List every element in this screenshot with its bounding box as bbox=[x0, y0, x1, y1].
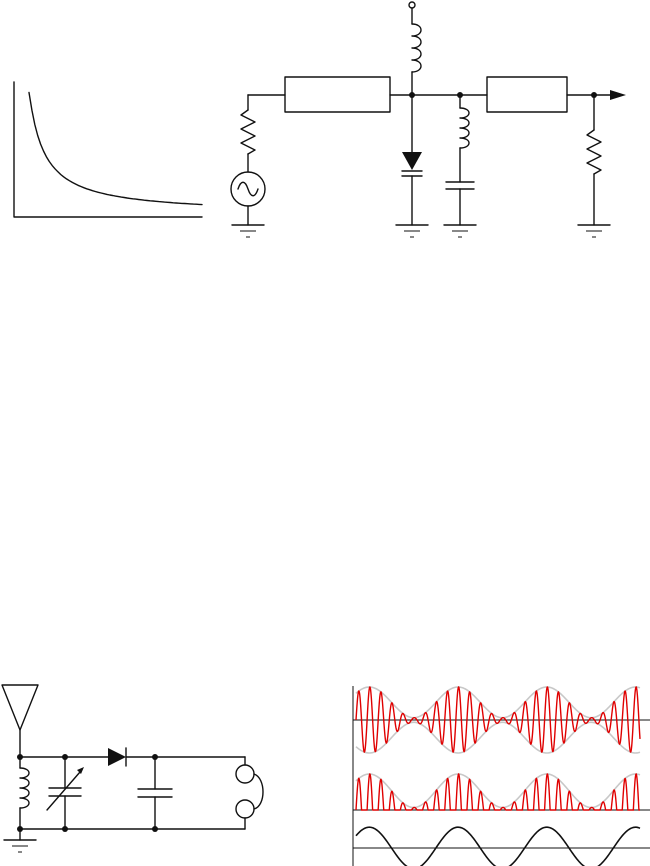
ground-symbol bbox=[444, 225, 476, 237]
rf-detector-circuit bbox=[231, 2, 626, 237]
headphone-right-icon bbox=[236, 800, 254, 818]
rectified-signal bbox=[356, 774, 640, 810]
source-resistor bbox=[241, 110, 255, 154]
ground-symbol bbox=[396, 225, 428, 237]
transmission-line-2 bbox=[487, 77, 567, 112]
load-resistor bbox=[587, 130, 601, 174]
crystal-diode bbox=[108, 748, 126, 766]
antenna-icon bbox=[2, 685, 38, 730]
decay-curve-line bbox=[29, 93, 202, 205]
shunt-inductor bbox=[460, 108, 469, 148]
am-envelope-upper bbox=[356, 687, 640, 718]
supply-terminal bbox=[409, 2, 415, 8]
ground-symbol bbox=[578, 225, 610, 237]
rectified-envelope bbox=[356, 774, 640, 807]
output-arrow bbox=[610, 90, 626, 100]
tuning-inductor bbox=[20, 768, 29, 808]
ground-symbol bbox=[232, 225, 264, 237]
am-waveforms bbox=[353, 686, 650, 866]
headphone-band bbox=[254, 774, 263, 809]
ac-source-wave-icon bbox=[238, 182, 258, 196]
decay-curve-panel bbox=[14, 82, 202, 217]
detector-diode bbox=[402, 152, 422, 170]
choke-inductor bbox=[412, 24, 421, 72]
variable-capacitor-arrow bbox=[47, 772, 80, 810]
demodulated-audio-signal bbox=[356, 827, 640, 866]
headphone-left-icon bbox=[236, 765, 254, 783]
transmission-line-1 bbox=[285, 77, 390, 112]
ground-symbol bbox=[4, 840, 36, 852]
crystal-radio-circuit bbox=[2, 685, 263, 852]
